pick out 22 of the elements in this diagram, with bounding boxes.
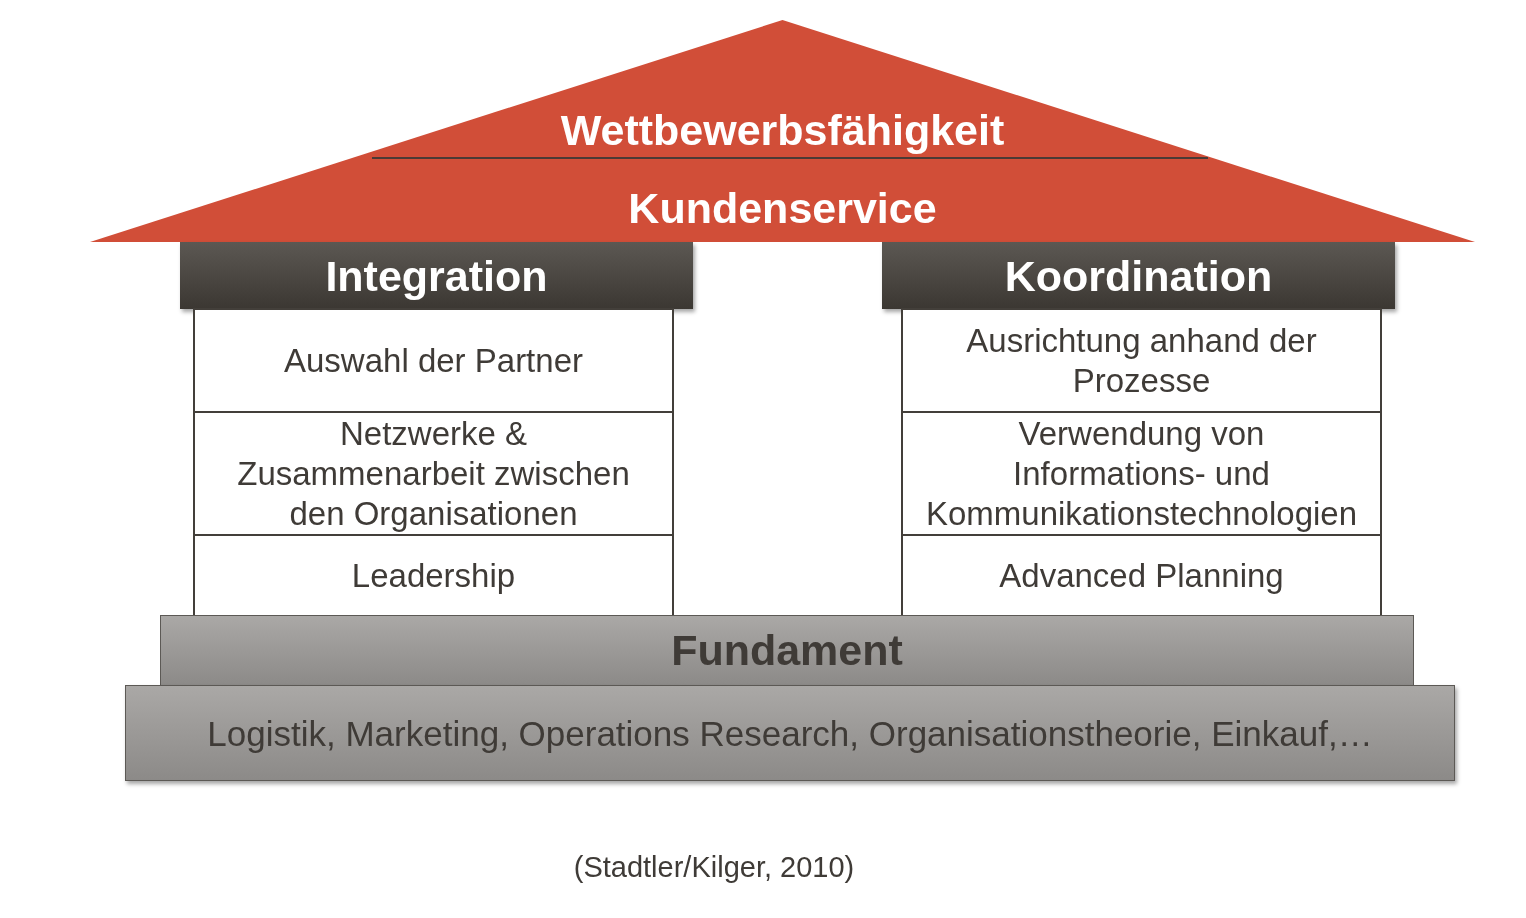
pillar-segment xyxy=(193,534,674,618)
pillar-title: Koordination xyxy=(1004,250,1273,301)
segment-label: Ausrichtung anhand der Prozesse xyxy=(965,320,1318,401)
pillar-segment xyxy=(901,308,1382,413)
segment-label: Verwendung von Informations- und Kommunikationstechnologien xyxy=(924,413,1359,534)
segment-label: Netzwerke & Zusammenarbeit zwischen den Organisationen xyxy=(236,413,631,534)
roof-label: Wettbewerbsfähigkeit xyxy=(560,106,1005,154)
pillar-header xyxy=(180,242,693,309)
source-citation: (Stadtler/Kilger, 2010) xyxy=(573,850,855,885)
foundation-band xyxy=(160,615,1414,686)
foundation-base xyxy=(125,685,1455,781)
segment-label: Auswahl der Partner xyxy=(284,340,583,381)
pillar-header xyxy=(882,242,1395,309)
foundation-title: Fundament xyxy=(671,626,903,675)
segment-label: Advanced Planning xyxy=(999,556,1284,596)
segment-label: Leadership xyxy=(351,556,516,596)
pillar-segment xyxy=(193,308,674,413)
pillar-title: Integration xyxy=(325,250,548,301)
pillar-segment xyxy=(901,534,1382,618)
roof-label: Kundenservice xyxy=(628,184,937,232)
pillar-segment xyxy=(193,411,674,536)
discipline-list: Logistik, Marketing, Operations Research, Organisationstheorie, Einkauf,… xyxy=(207,712,1373,754)
